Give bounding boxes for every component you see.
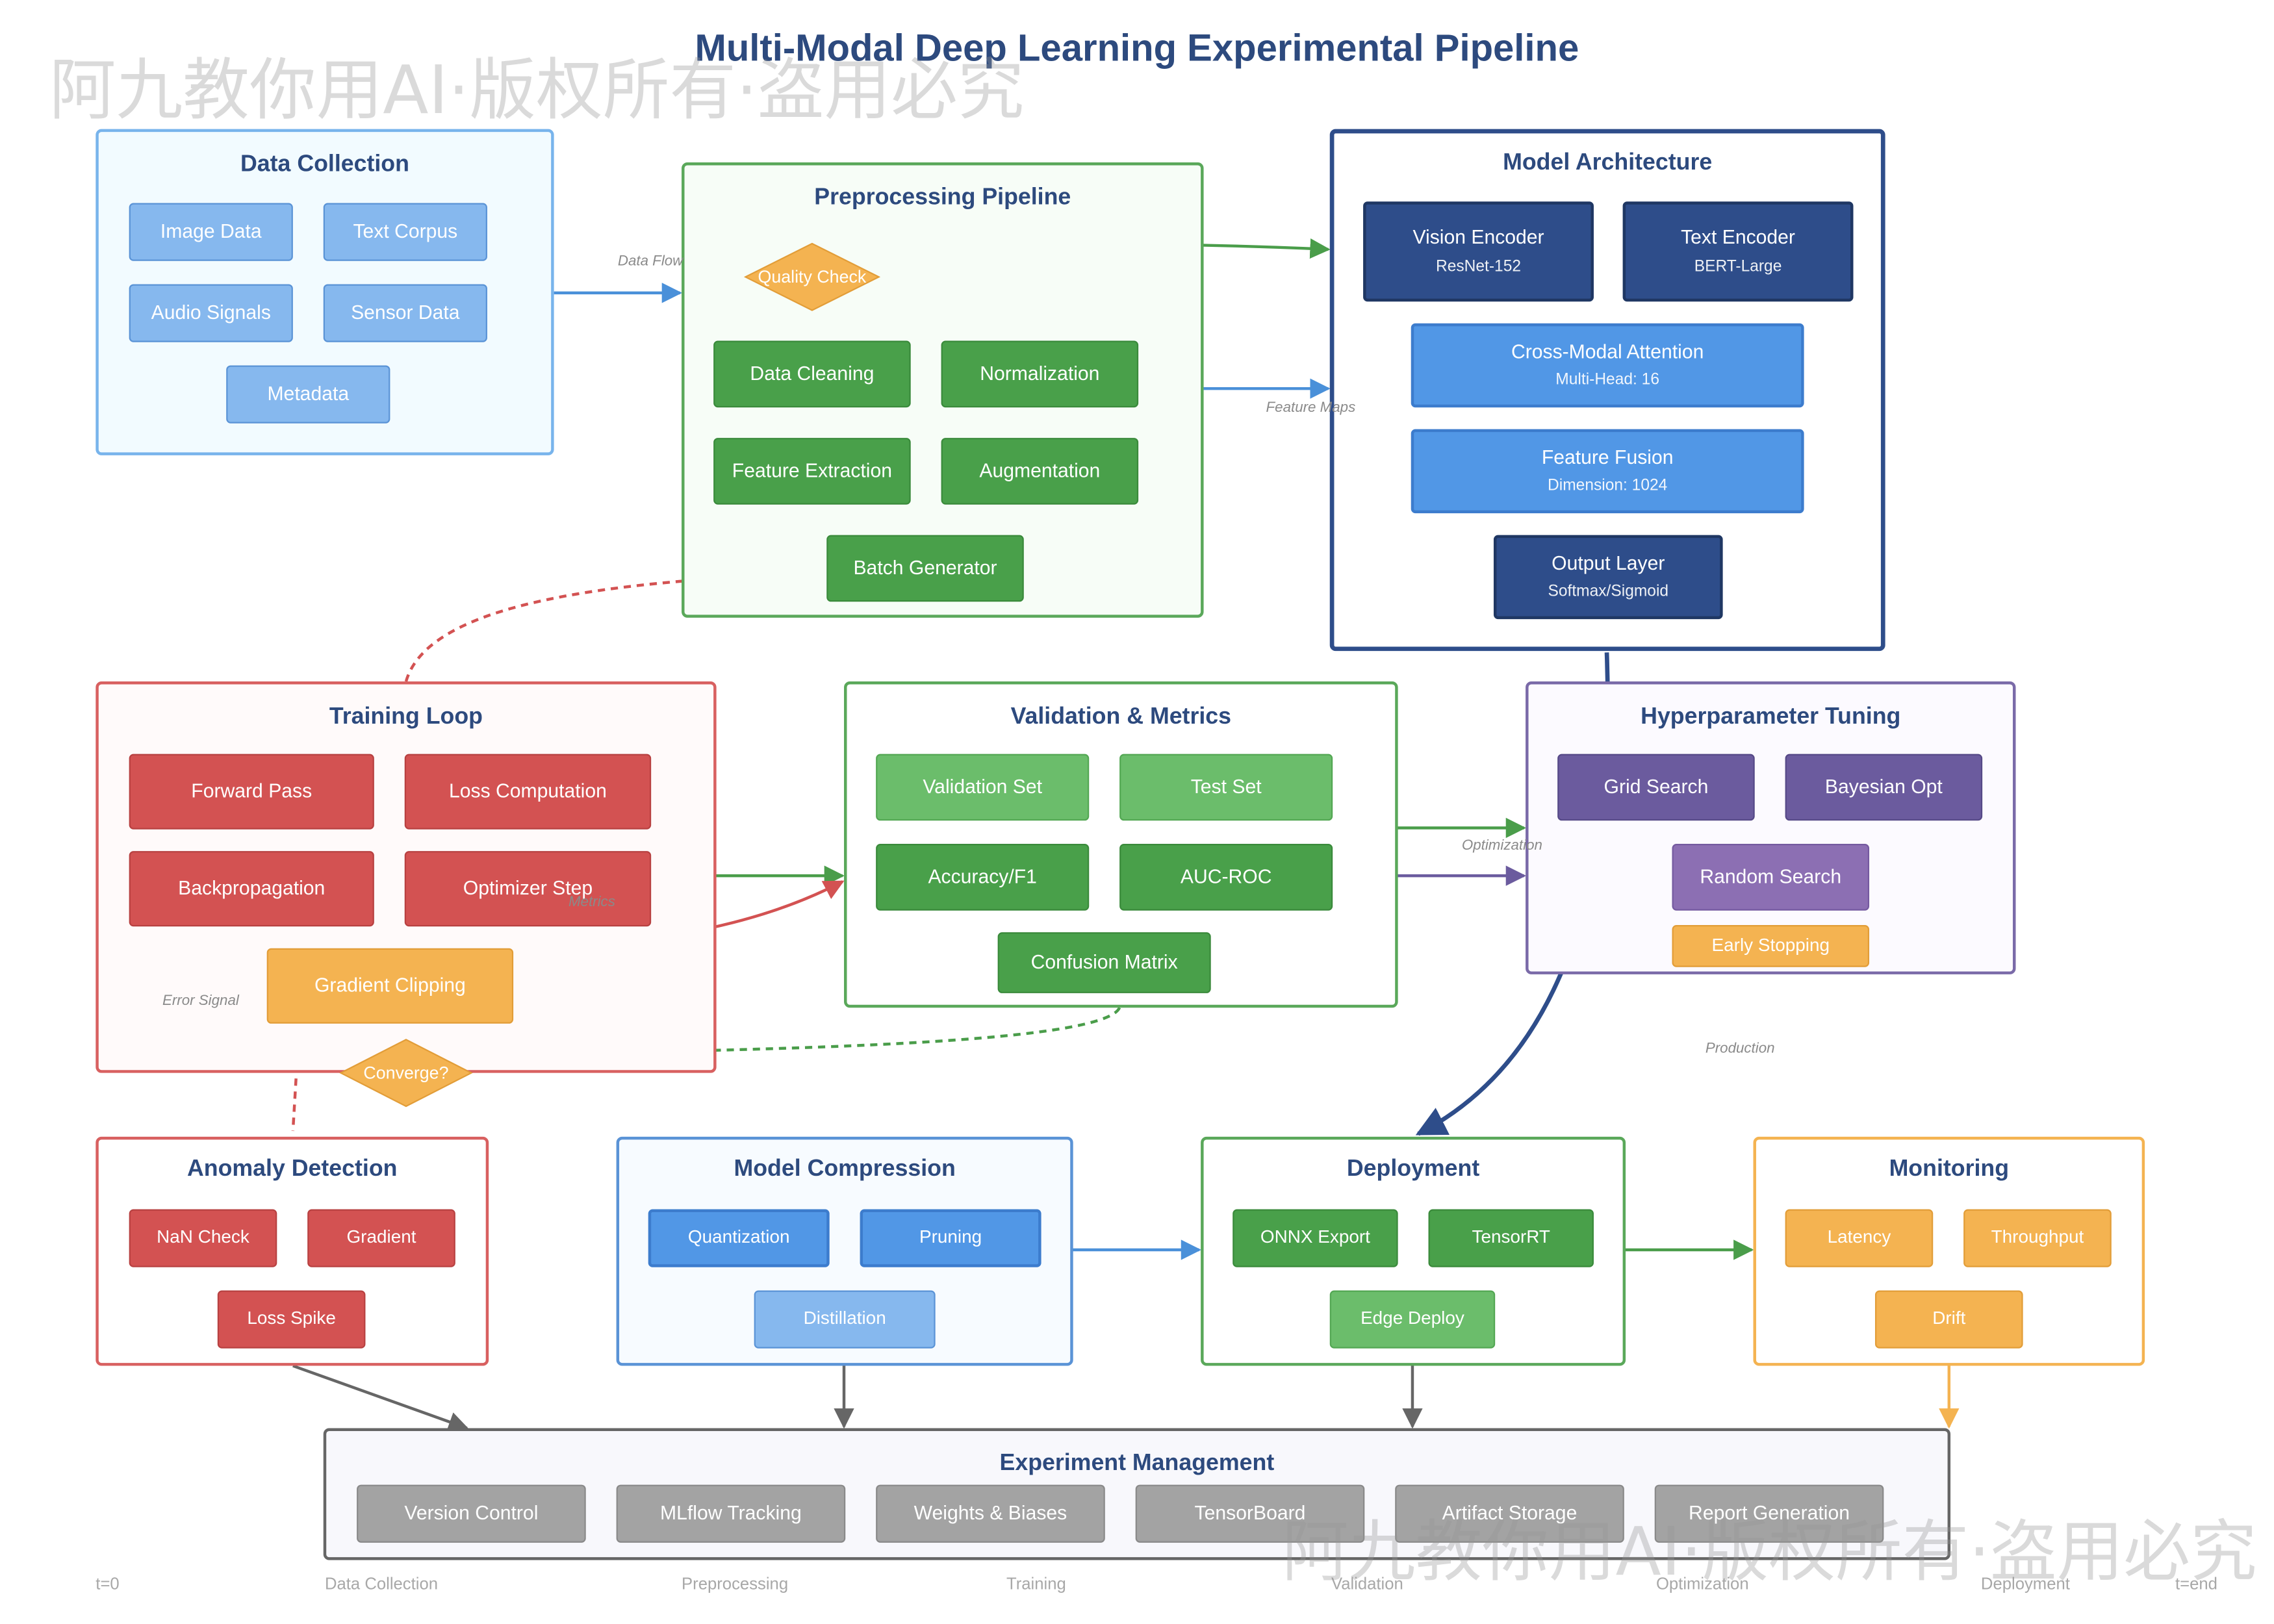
panel-title: Experiment Management xyxy=(999,1451,1275,1477)
node-tensorboard[interactable]: TensorBoard xyxy=(1135,1484,1365,1543)
timeline-end: t=end xyxy=(2175,1576,2217,1593)
node-metadata[interactable]: Metadata xyxy=(226,365,390,424)
edge-anomaly-to-mgmt xyxy=(292,1364,469,1432)
node-text-corpus[interactable]: Text Corpus xyxy=(323,203,487,261)
node-grid-search[interactable]: Grid Search xyxy=(1557,754,1755,821)
node-vision-encoder[interactable]: Vision Encoder ResNet-152 xyxy=(1363,201,1594,302)
node-weights-biases[interactable]: Weights & Biases xyxy=(876,1484,1105,1543)
label-production: Production xyxy=(1705,1041,1775,1058)
decision-converge[interactable]: Converge? xyxy=(339,1038,473,1108)
node-gradient-clipping[interactable]: Gradient Clipping xyxy=(266,948,514,1024)
node-test-set[interactable]: Test Set xyxy=(1119,754,1333,821)
label-metrics: Metrics xyxy=(568,894,615,911)
module-detail: Multi-Head: 16 xyxy=(1555,372,1660,390)
panel-title: Anomaly Detection xyxy=(186,1157,398,1182)
module-label: Text Encoder xyxy=(1681,226,1795,248)
node-pruning[interactable]: Pruning xyxy=(860,1209,1041,1267)
module-label: Feature Fusion xyxy=(1541,446,1674,468)
timeline-optimization: Optimization xyxy=(1655,1576,1749,1593)
timeline-data-collection: Data Collection xyxy=(324,1576,439,1593)
node-loss-spike[interactable]: Loss Spike xyxy=(217,1290,366,1349)
node-tensorrt[interactable]: TensorRT xyxy=(1428,1209,1594,1267)
label-error-signal: Error Signal xyxy=(162,993,239,1009)
panel-title: Hyperparameter Tuning xyxy=(1641,704,1901,730)
node-report-generation[interactable]: Report Generation xyxy=(1654,1484,1884,1543)
node-quantization[interactable]: Quantization xyxy=(648,1209,830,1267)
node-data-cleaning[interactable]: Data Cleaning xyxy=(713,340,911,408)
panel-title: Monitoring xyxy=(1889,1157,2010,1182)
node-artifact-storage[interactable]: Artifact Storage xyxy=(1395,1484,1624,1543)
node-random-search[interactable]: Random Search xyxy=(1672,844,1870,911)
watermark-top: 阿九教你用AI·版权所有·盗用必究 xyxy=(49,51,1025,129)
panel-hyperparameter: Hyperparameter Tuning xyxy=(1526,681,2016,974)
node-cross-modal-attention[interactable]: Cross-Modal Attention Multi-Head: 16 xyxy=(1411,323,1804,408)
panel-title: Training Loop xyxy=(329,704,483,730)
node-image-data[interactable]: Image Data xyxy=(129,203,293,261)
node-output-layer[interactable]: Output Layer Softmax/Sigmoid xyxy=(1493,535,1723,620)
decision-label: Converge? xyxy=(363,1063,449,1084)
node-gradient-check[interactable]: Gradient xyxy=(307,1209,455,1267)
timeline-deployment: Deployment xyxy=(1980,1576,2070,1593)
node-edge-deploy[interactable]: Edge Deploy xyxy=(1329,1290,1496,1349)
label-optimization: Optimization xyxy=(1461,838,1542,854)
node-mlflow-tracking[interactable]: MLflow Tracking xyxy=(616,1484,846,1543)
node-nan-check[interactable]: NaN Check xyxy=(129,1209,277,1267)
timeline-training: Training xyxy=(1006,1576,1066,1593)
node-feature-fusion[interactable]: Feature Fusion Dimension: 1024 xyxy=(1411,429,1804,514)
node-early-stopping[interactable]: Early Stopping xyxy=(1672,925,1870,967)
module-detail: Softmax/Sigmoid xyxy=(1548,583,1669,601)
label-feature-maps: Feature Maps xyxy=(1266,400,1356,416)
node-latency[interactable]: Latency xyxy=(1785,1209,1934,1267)
timeline-validation: Validation xyxy=(1331,1576,1403,1593)
node-distillation[interactable]: Distillation xyxy=(754,1290,936,1349)
node-forward-pass[interactable]: Forward Pass xyxy=(129,754,374,830)
module-detail: ResNet-152 xyxy=(1435,258,1522,275)
node-loss-computation[interactable]: Loss Computation xyxy=(404,754,652,830)
timeline-start: t=0 xyxy=(96,1576,120,1593)
node-accuracy-f1[interactable]: Accuracy/F1 xyxy=(876,844,1090,911)
panel-title: Model Architecture xyxy=(1503,151,1713,176)
node-sensor-data[interactable]: Sensor Data xyxy=(323,284,487,342)
node-validation-set[interactable]: Validation Set xyxy=(876,754,1090,821)
node-backpropagation[interactable]: Backpropagation xyxy=(129,851,374,927)
module-label: Cross-Modal Attention xyxy=(1511,340,1704,362)
timeline-preprocessing: Preprocessing xyxy=(682,1576,789,1593)
module-detail: BERT-Large xyxy=(1694,258,1782,275)
node-augmentation[interactable]: Augmentation xyxy=(941,438,1139,505)
node-text-encoder[interactable]: Text Encoder BERT-Large xyxy=(1622,201,1854,302)
decision-quality-check[interactable]: Quality Check xyxy=(744,242,880,312)
node-throughput[interactable]: Throughput xyxy=(1963,1209,2112,1267)
node-feature-extraction[interactable]: Feature Extraction xyxy=(713,438,911,505)
label-data-flow: Data Flow xyxy=(617,253,683,270)
panel-title: Model Compression xyxy=(734,1157,956,1182)
module-label: Vision Encoder xyxy=(1412,226,1544,248)
node-auc-roc[interactable]: AUC-ROC xyxy=(1119,844,1333,911)
module-detail: Dimension: 1024 xyxy=(1548,477,1668,495)
panel-title: Preprocessing Pipeline xyxy=(814,185,1071,210)
panel-title: Data Collection xyxy=(240,152,409,177)
panel-title: Deployment xyxy=(1346,1157,1480,1182)
node-optimizer-step[interactable]: Optimizer Step xyxy=(404,851,652,927)
node-drift[interactable]: Drift xyxy=(1874,1290,2023,1349)
node-normalization[interactable]: Normalization xyxy=(941,340,1139,408)
diagram-title: Multi-Modal Deep Learning Experimental P… xyxy=(695,26,1579,70)
decision-label: Quality Check xyxy=(758,266,867,287)
node-audio-signals[interactable]: Audio Signals xyxy=(129,284,293,342)
watermark-bottom: 阿九教你用AI·版权所有·盗用必究 xyxy=(1282,1512,2257,1591)
panel-title: Validation & Metrics xyxy=(1010,704,1232,730)
node-batch-generator[interactable]: Batch Generator xyxy=(826,535,1024,602)
node-confusion-matrix[interactable]: Confusion Matrix xyxy=(997,932,1211,993)
node-bayesian-opt[interactable]: Bayesian Opt xyxy=(1785,754,1983,821)
node-onnx-export[interactable]: ONNX Export xyxy=(1233,1209,1398,1267)
module-label: Output Layer xyxy=(1552,552,1665,574)
node-version-control[interactable]: Version Control xyxy=(357,1484,586,1543)
